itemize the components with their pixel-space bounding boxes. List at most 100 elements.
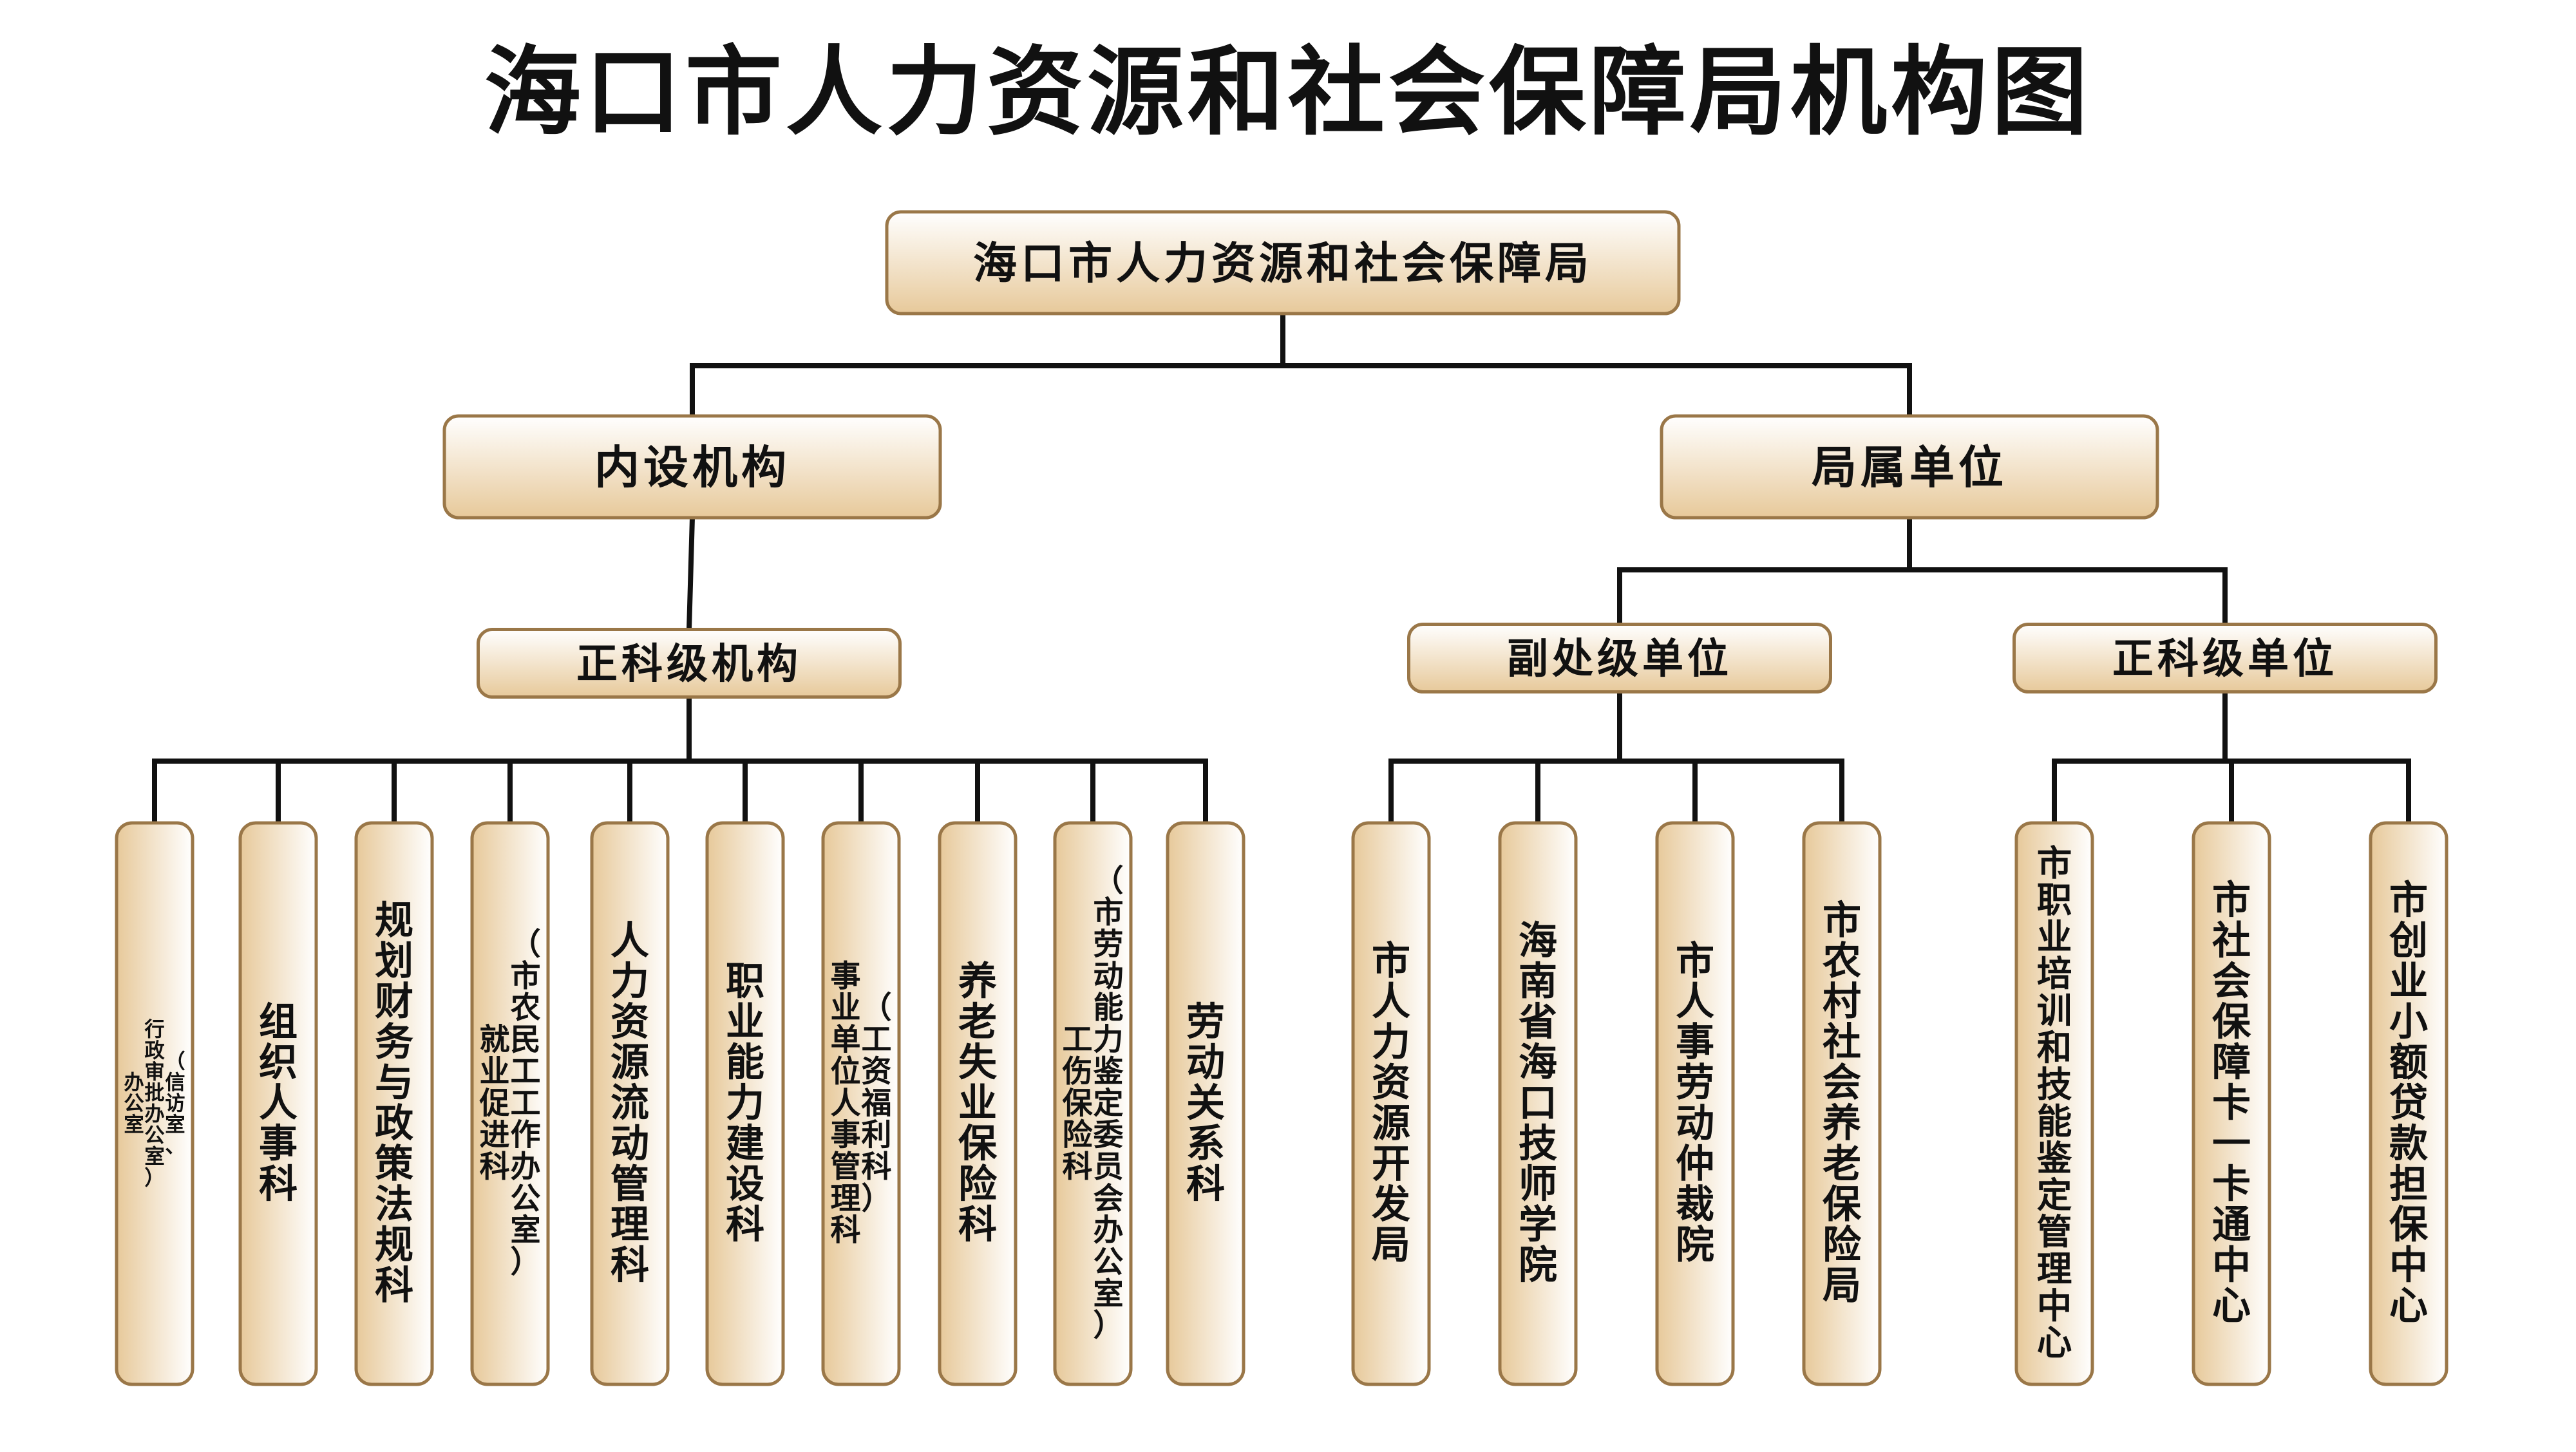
unit-node-1-1-3-char: 法 bbox=[375, 1182, 413, 1227]
unit-node-1-1-3-char: 政 bbox=[375, 1101, 413, 1146]
unit-node-1-1-1-char: 批 bbox=[144, 1082, 164, 1105]
unit-node-2-1-4-char: 养 bbox=[1823, 1101, 1861, 1146]
unit-node-1-1-7-char: 利 bbox=[861, 1118, 891, 1153]
unit-node-1-1-4-char: 就 bbox=[480, 1023, 510, 1058]
group-node-1-1-box bbox=[477, 628, 902, 699]
unit-node-2-2-1-char: 定 bbox=[2037, 1174, 2072, 1216]
unit-node-1-1-10-char: 劳 bbox=[1186, 1000, 1225, 1045]
unit-node-1-1-4-char: 工 bbox=[510, 1054, 540, 1089]
unit-node-1-1-9-char: （ bbox=[1093, 863, 1123, 899]
connector-lines bbox=[152, 311, 2411, 825]
unit-node-2-1-2-char: 南 bbox=[1519, 959, 1557, 1004]
unit-node-2-2-1-box bbox=[2014, 821, 2094, 1386]
unit-node-2-1-2-char: 院 bbox=[1519, 1243, 1557, 1288]
group-node-2-2-box bbox=[2012, 623, 2438, 693]
unit-node-1-1-5-char: 动 bbox=[611, 1122, 649, 1167]
unit-node-1-1-6-char: 科 bbox=[726, 1203, 764, 1248]
connector-line bbox=[686, 514, 696, 632]
unit-node-1-1-5-char: 理 bbox=[611, 1203, 649, 1248]
unit-node-2-2-1-char: 理 bbox=[2037, 1249, 2072, 1290]
unit-node-1-1-1-char: 公 bbox=[144, 1124, 165, 1147]
unit-node-1-1-8-char: 险 bbox=[958, 1162, 998, 1207]
unit-node-1-1-6-char: 力 bbox=[726, 1081, 764, 1126]
unit-node-1-1-10-box bbox=[1166, 821, 1245, 1386]
unit-node-1-1-5-char: 人 bbox=[611, 919, 649, 964]
unit-node-2-1-4-char: 市 bbox=[1823, 898, 1861, 943]
unit-node-1-1-3-char: 规 bbox=[375, 1223, 413, 1268]
unit-node-1-1-9-char: 办 bbox=[1093, 1213, 1123, 1249]
unit-node-1-1-3-char: 与 bbox=[375, 1061, 413, 1106]
unit-node-1-1-3-char: 策 bbox=[375, 1142, 413, 1187]
unit-node-1-1-5-char: 源 bbox=[611, 1041, 649, 1086]
unit-node-1-1-7-char: 事 bbox=[831, 959, 861, 994]
unit-node-2-2-2-char: 心 bbox=[2212, 1284, 2251, 1329]
unit-node-1-1-5-char: 管 bbox=[611, 1162, 649, 1207]
unit-node-2-1-1-char: 力 bbox=[1372, 1020, 1410, 1065]
unit-node-1-1-5-char: 资 bbox=[611, 1000, 649, 1045]
unit-node-2-2-3-char: 创 bbox=[2389, 919, 2428, 964]
unit-node-1-1-4-char: 民 bbox=[510, 1023, 540, 1058]
unit-node-1-1-5-box bbox=[590, 821, 670, 1386]
unit-node-1-1-6-char: 职 bbox=[726, 959, 764, 1004]
unit-node-2-2-1-char: 训 bbox=[2037, 990, 2072, 1032]
unit-node-2-2-2-box bbox=[2192, 821, 2271, 1386]
unit-node-1-1-10-char: 动 bbox=[1186, 1041, 1225, 1086]
unit-node-2-1-3-char: 人 bbox=[1676, 979, 1714, 1024]
group-node-2-1-box bbox=[1407, 623, 1832, 693]
unit-node-2-2-2-char: 卡 bbox=[2212, 1081, 2251, 1126]
unit-node-2-1-3-char: 仲 bbox=[1676, 1142, 1714, 1187]
unit-node-2-2-3-box bbox=[2369, 821, 2448, 1386]
unit-node-2-2-3-char: 业 bbox=[2389, 959, 2428, 1004]
unit-node-1-1-8-char: 老 bbox=[958, 1000, 997, 1045]
unit-node-2-2-1-char: 能 bbox=[2037, 1100, 2072, 1142]
unit-node-1-1-3-char: 财 bbox=[375, 979, 413, 1024]
unit-node-1-1-4-char: 市 bbox=[510, 959, 540, 994]
branch-node-2: 局属单位 bbox=[1660, 414, 2159, 520]
unit-node-1-1-10-char: 科 bbox=[1186, 1162, 1225, 1207]
unit-node-2-1-1-char: 开 bbox=[1372, 1142, 1410, 1187]
unit-node-2-2-2-char: 障 bbox=[2212, 1041, 2251, 1086]
unit-node-1-1-9-char: 科 bbox=[1063, 1149, 1093, 1185]
unit-node-2-2-1-char: 市 bbox=[2037, 842, 2072, 883]
unit-node-2-2-2-char: 卡 bbox=[2212, 1162, 2251, 1207]
unit-node-1-1-4-char: 业 bbox=[480, 1054, 510, 1089]
unit-node-1-1-7-char: 资 bbox=[861, 1054, 891, 1089]
unit-node-1-1-7-char: 人 bbox=[831, 1086, 861, 1121]
branch-node-2-box bbox=[1660, 414, 2159, 520]
unit-node-2-1-4-char: 老 bbox=[1823, 1142, 1861, 1187]
unit-node-2-2-1-char: 和 bbox=[2037, 1027, 2072, 1068]
unit-node-1-1-6-char: 建 bbox=[726, 1122, 764, 1167]
unit-node-1-1-2-char: 组 bbox=[259, 1000, 298, 1045]
unit-node-2-1-4-char: 社 bbox=[1823, 1020, 1861, 1065]
unit-node-1-1-7-char: 科 bbox=[861, 1149, 891, 1185]
unit-node-1-1-1-char: 办 bbox=[144, 1103, 164, 1126]
unit-node-1-1-1-char: 信 bbox=[165, 1071, 185, 1094]
unit-node-1-1-3-char: 务 bbox=[375, 1020, 413, 1065]
root-node: 海口市人力资源和社会保障局 bbox=[885, 210, 1681, 316]
unit-node-1-1-8-char: 业 bbox=[958, 1081, 997, 1126]
unit-node-1-1-6-char: 能 bbox=[726, 1041, 764, 1086]
unit-node-1-1-4-box bbox=[470, 821, 550, 1386]
unit-node-1-1-7-char: 工 bbox=[861, 1023, 891, 1058]
unit-node-2-1-4-char: 保 bbox=[1823, 1182, 1862, 1227]
unit-node-1-1-2-char: 人 bbox=[259, 1081, 298, 1126]
unit-node-1-1-1-char: 室 bbox=[165, 1113, 185, 1136]
root-node-box bbox=[885, 210, 1681, 316]
unit-node-1-1-3-char: 划 bbox=[375, 939, 413, 984]
unit-node-1-1-9-char: 鉴 bbox=[1093, 1054, 1124, 1089]
group-node-2-2: 正科级单位 bbox=[2012, 623, 2438, 693]
unit-node-1-1-9-char: 委 bbox=[1093, 1118, 1123, 1153]
unit-node-2-2-3-char: 心 bbox=[2389, 1284, 2428, 1329]
unit-node-2-1-1-char: 资 bbox=[1372, 1061, 1410, 1106]
unit-node-2-2-1-char: 职 bbox=[2037, 880, 2072, 921]
group-node-2-1: 副处级单位 bbox=[1407, 623, 1832, 693]
unit-node-1-1-9-box bbox=[1053, 821, 1133, 1386]
unit-node-1-1-2-char: 织 bbox=[259, 1041, 298, 1086]
unit-node-2-1-1-char: 市 bbox=[1372, 939, 1410, 984]
unit-node-1-1-4-char: ） bbox=[510, 1245, 540, 1280]
